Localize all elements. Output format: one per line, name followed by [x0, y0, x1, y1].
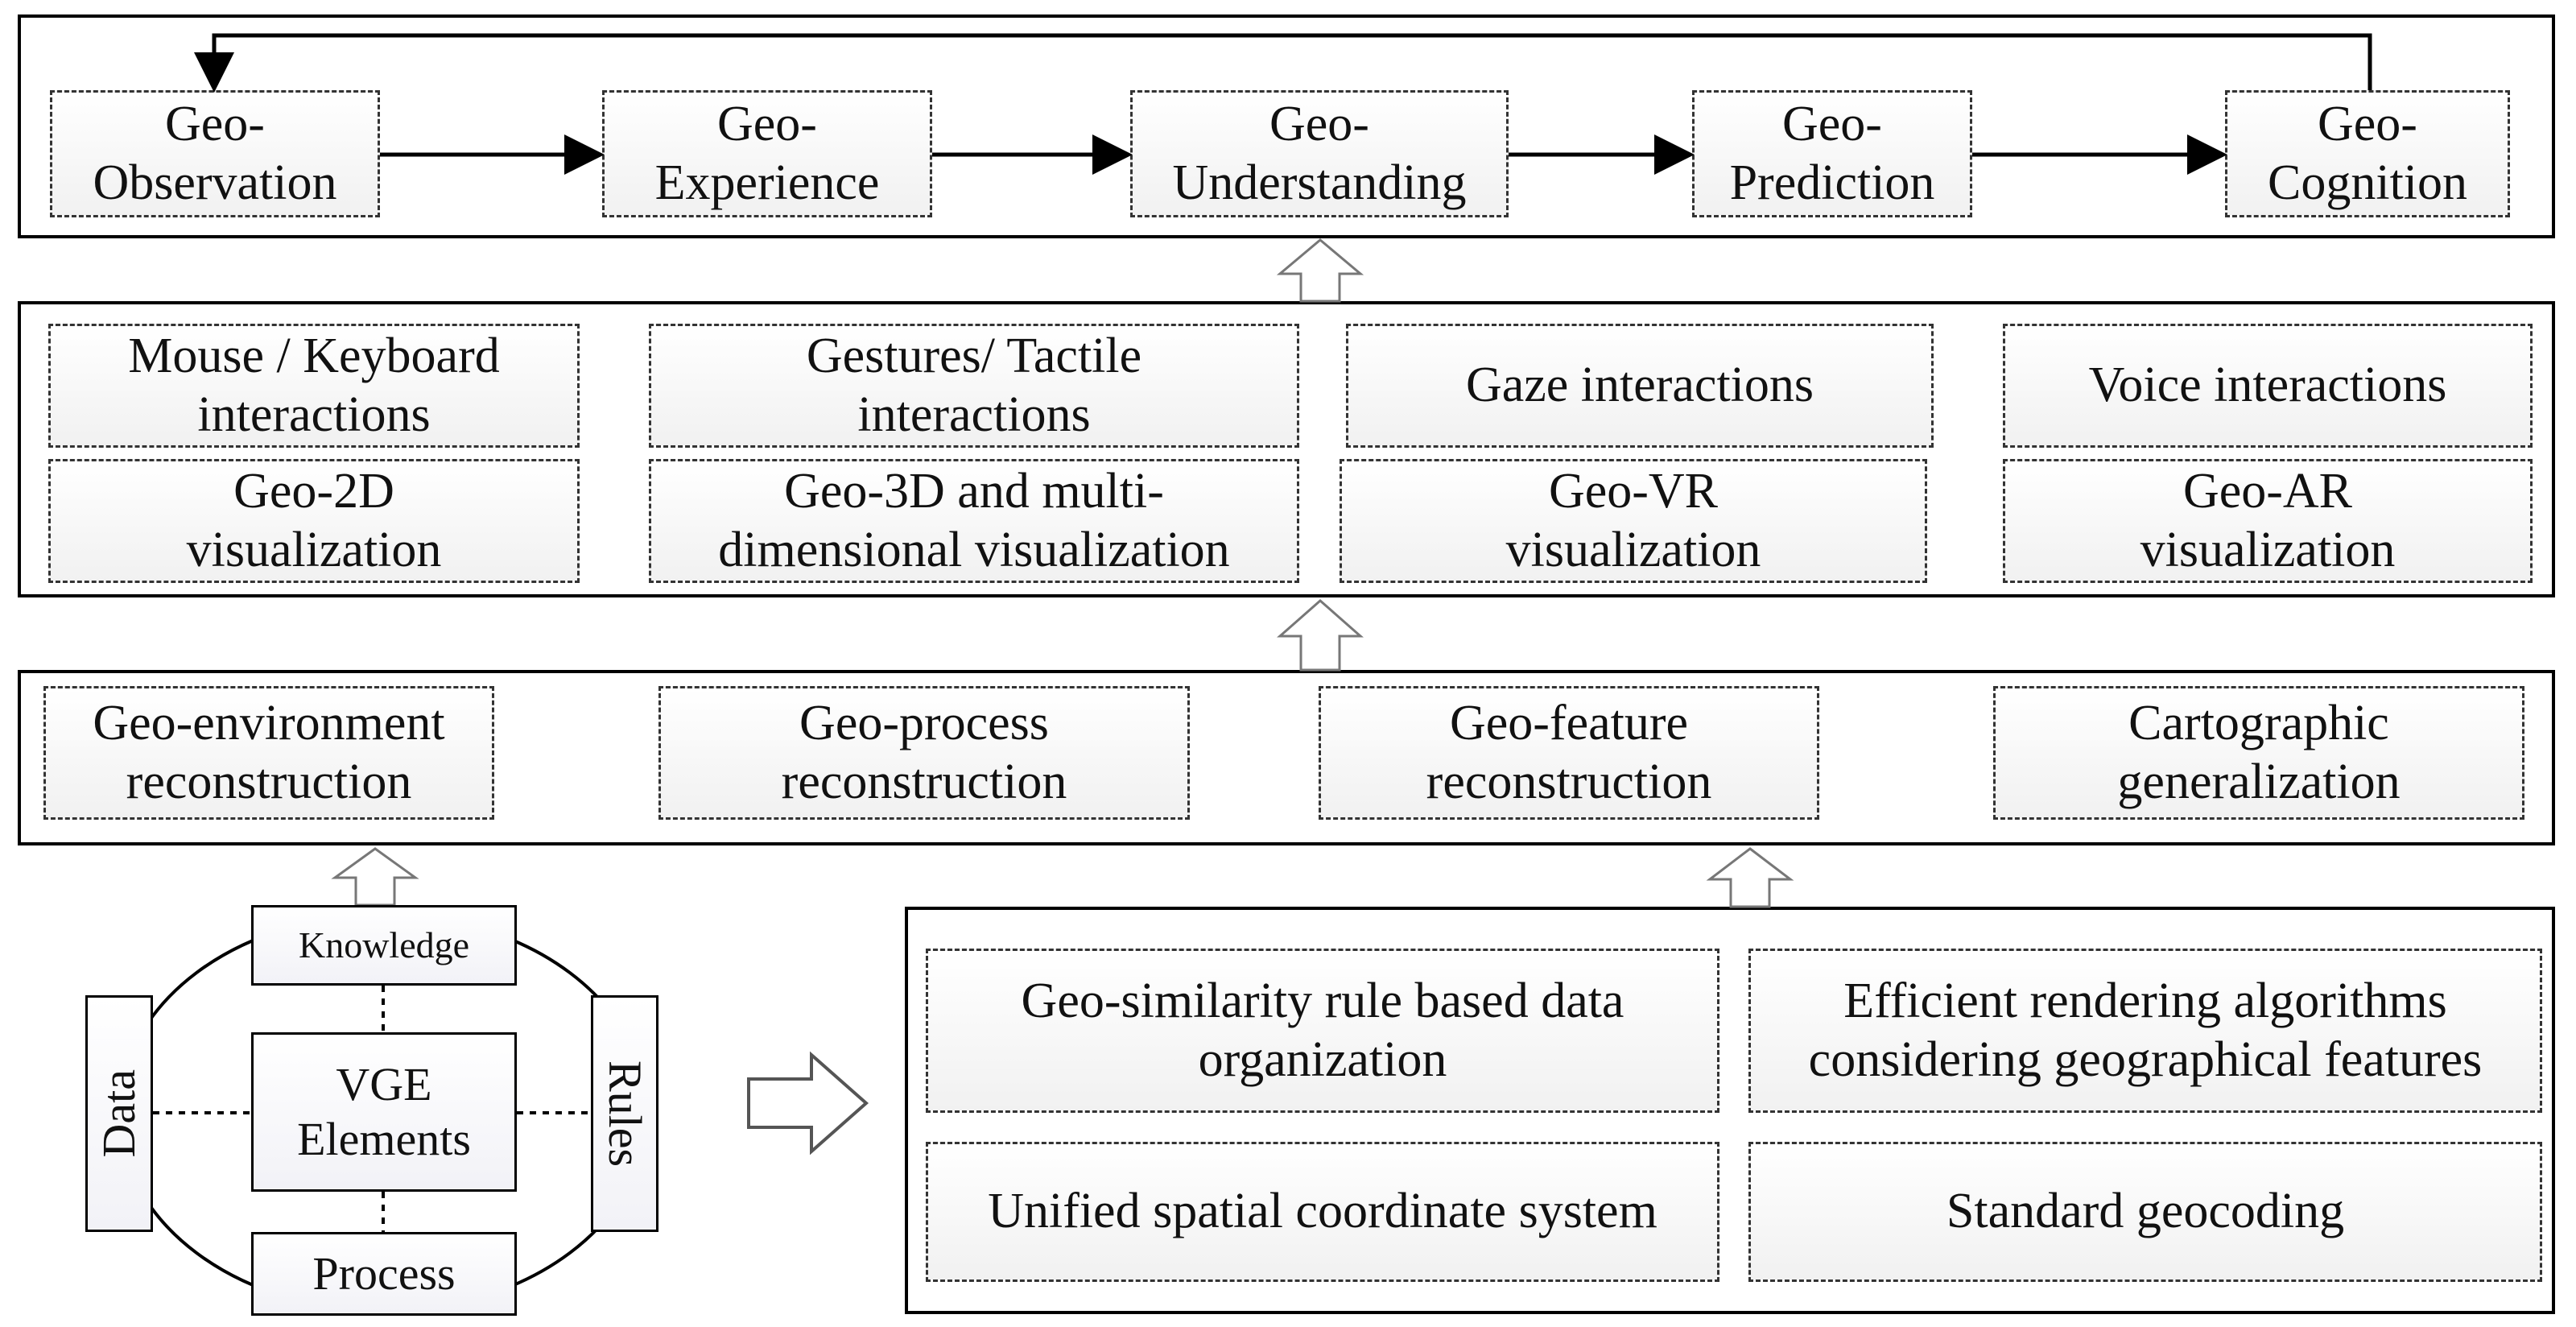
standard-geocoding-node: Standard geocoding [1748, 1142, 2542, 1282]
geo-ar-visualization-node: Geo-AR visualization [2003, 459, 2533, 583]
hollow-right-arrow-elements-to-foundation [747, 1051, 869, 1155]
hollow-up-arrow-reconstruction-to-interaction [1277, 599, 1364, 672]
geo-understanding-node: Geo- Understanding [1130, 90, 1509, 217]
geo-feature-reconstruction-node: Geo-feature reconstruction [1319, 686, 1819, 820]
geo-2d-visualization-node: Geo-2D visualization [48, 459, 580, 583]
hollow-up-arrow-elements-to-reconstruction [331, 847, 419, 907]
geo-experience-node: Geo- Experience [602, 90, 932, 217]
voice-interactions-node: Voice interactions [2003, 324, 2533, 448]
geo-3d-visualization-node: Geo-3D and multi- dimensional visualizat… [649, 459, 1299, 583]
geo-observation-node: Geo- Observation [50, 90, 380, 217]
gaze-interactions-node: Gaze interactions [1346, 324, 1934, 448]
data-box: Data [85, 995, 153, 1232]
hollow-up-arrow-foundation-to-reconstruction [1706, 847, 1794, 908]
geo-similarity-node: Geo-similarity rule based data organizat… [926, 949, 1719, 1113]
rules-box: Rules [591, 995, 658, 1232]
hollow-up-arrow-interaction-to-cognition [1276, 238, 1364, 303]
geo-environment-reconstruction-node: Geo-environment reconstruction [43, 686, 494, 820]
geo-cognition-node: Geo- Cognition [2225, 90, 2510, 217]
geo-vr-visualization-node: Geo-VR visualization [1340, 459, 1927, 583]
geo-prediction-node: Geo- Prediction [1692, 90, 1972, 217]
mouse-keyboard-interactions-node: Mouse / Keyboard interactions [48, 324, 580, 448]
vge-elements-center-box: VGE Elements [251, 1032, 517, 1192]
geo-process-reconstruction-node: Geo-process reconstruction [658, 686, 1190, 820]
gestures-tactile-interactions-node: Gestures/ Tactile interactions [649, 324, 1299, 448]
process-box: Process [251, 1232, 517, 1316]
efficient-rendering-node: Efficient rendering algorithms consideri… [1748, 949, 2542, 1113]
knowledge-box: Knowledge [251, 905, 517, 986]
unified-coordinate-node: Unified spatial coordinate system [926, 1142, 1719, 1282]
cartographic-generalization-node: Cartographic generalization [1993, 686, 2524, 820]
